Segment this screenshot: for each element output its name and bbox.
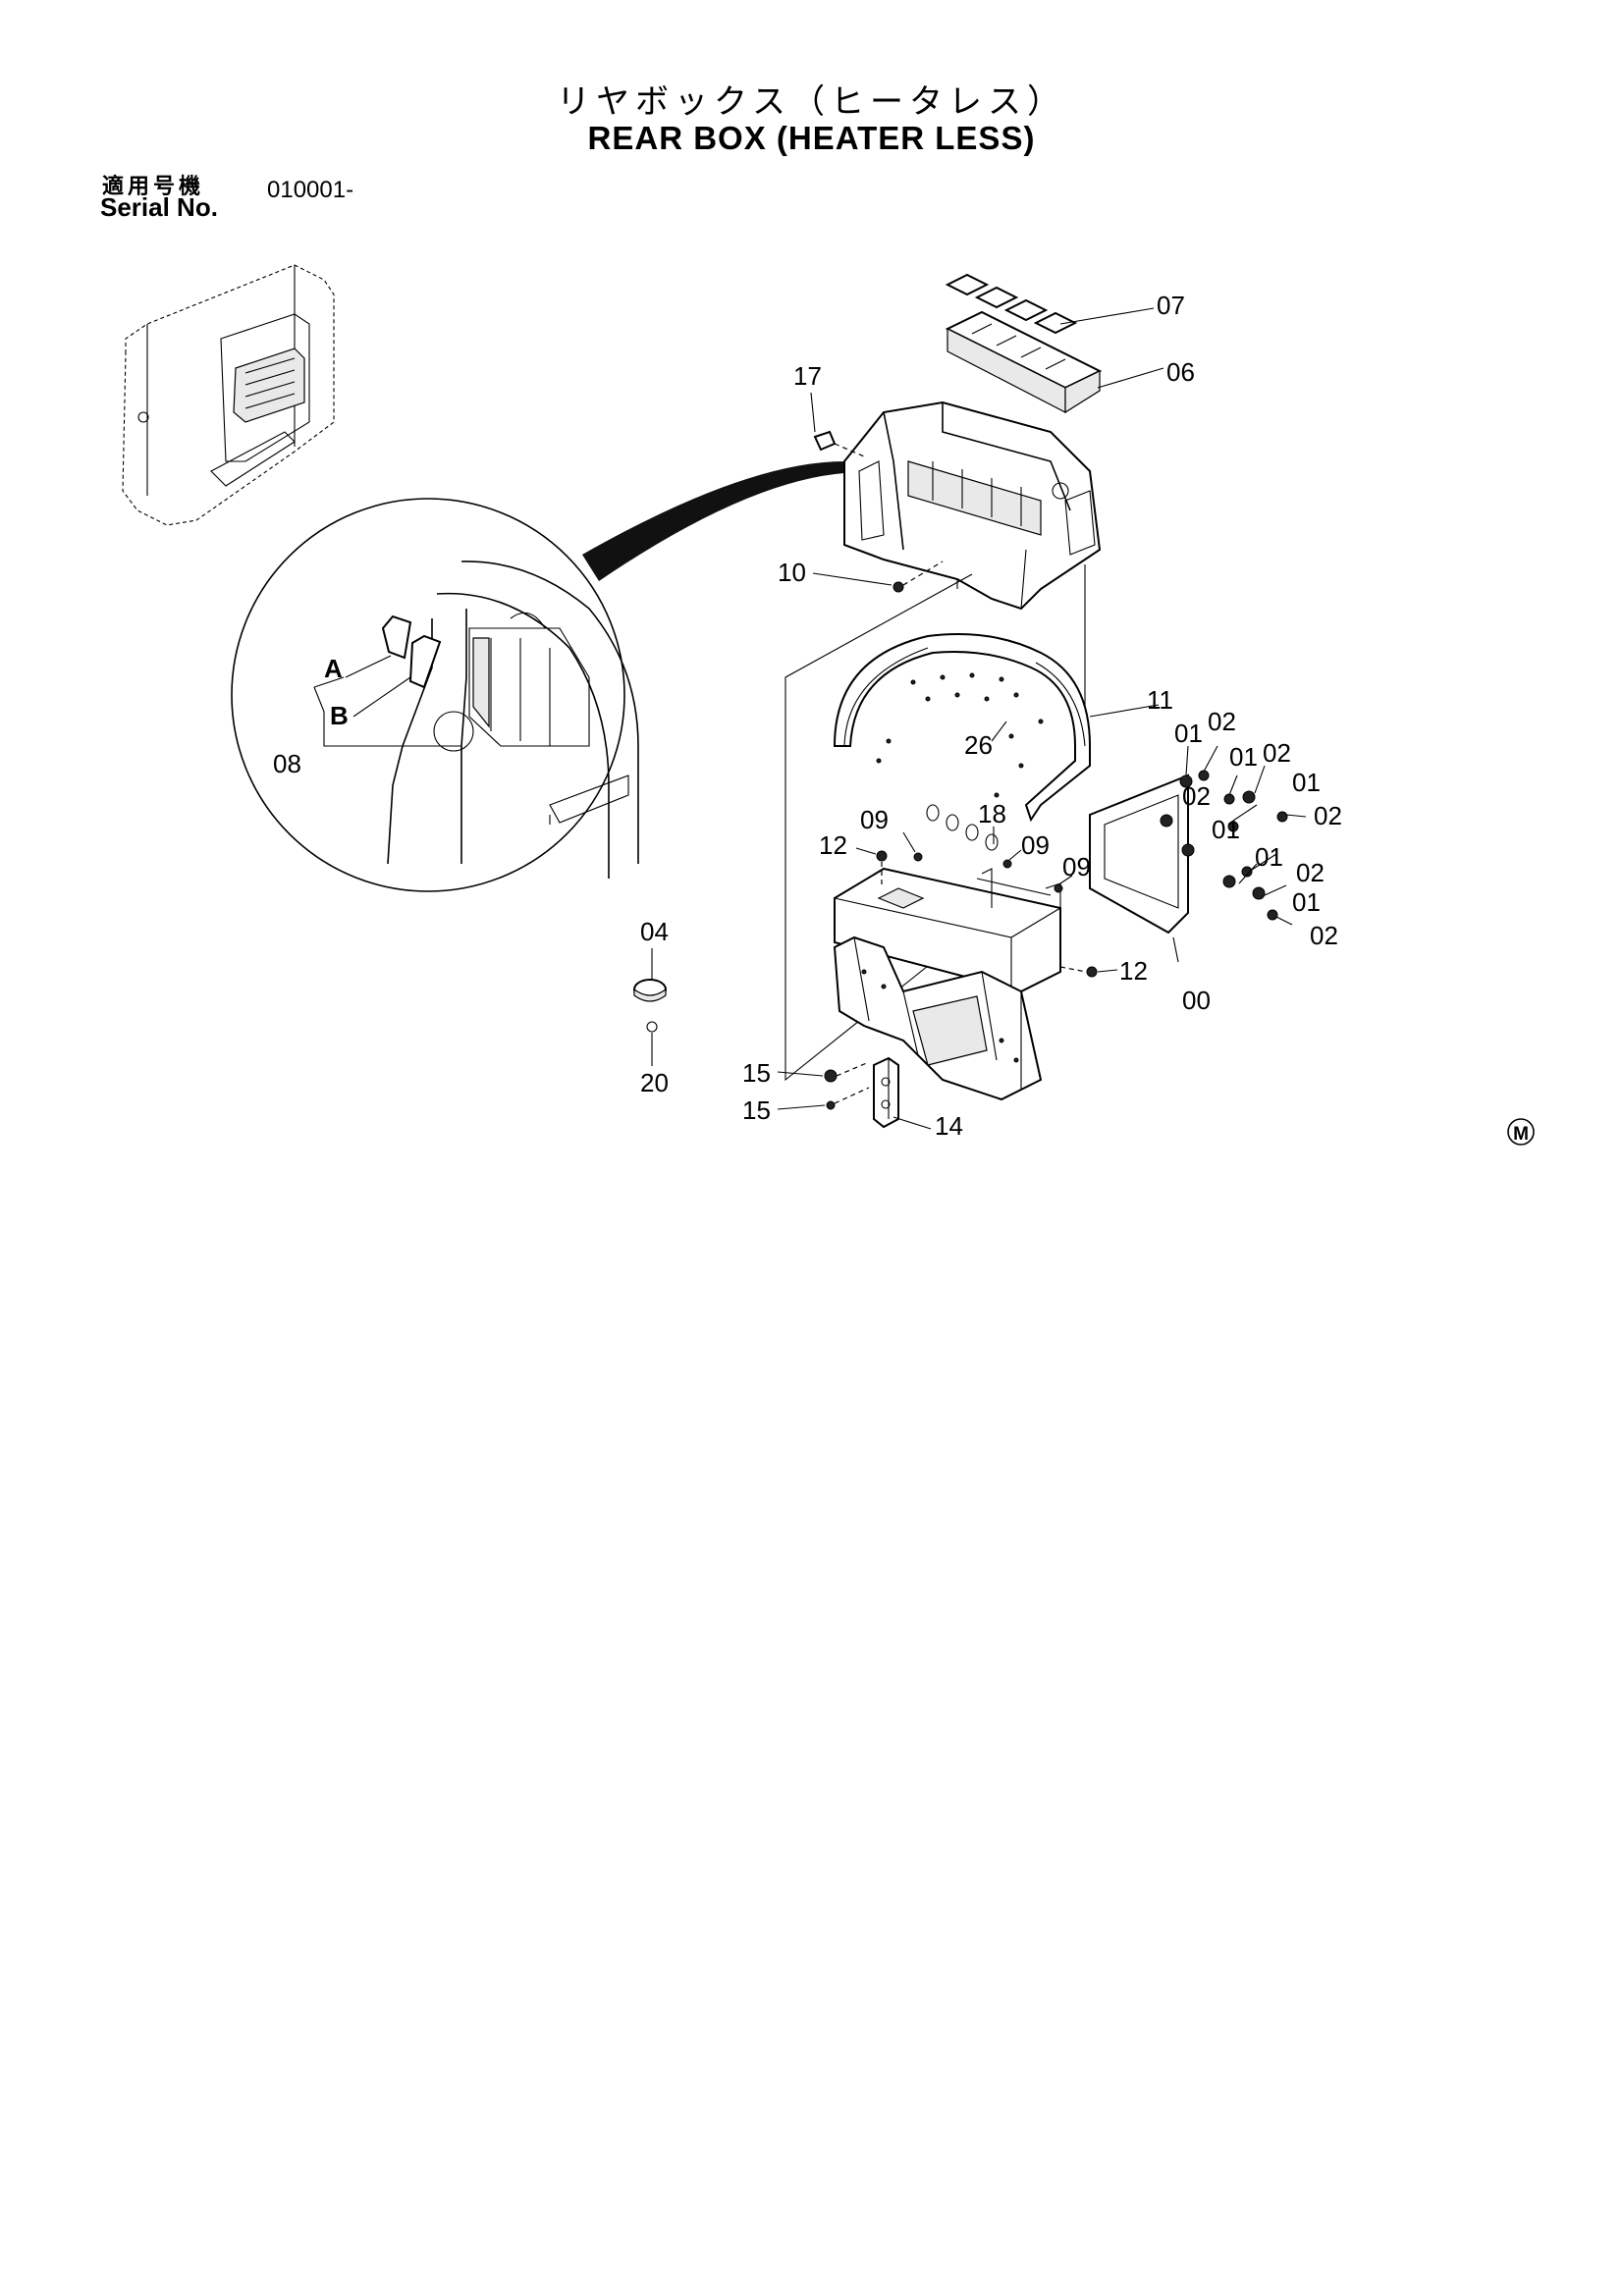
part-17-bolt: 17: [793, 361, 865, 457]
part-a-clip: [381, 614, 412, 660]
callout-11: 11: [1147, 685, 1173, 715]
floor-frame-assembly: 18: [833, 799, 1061, 1101]
callout-26: 26: [964, 730, 993, 760]
serial-number-value: 010001-: [267, 177, 354, 203]
bolts-12-group: 12 12: [819, 830, 1148, 986]
serial-label-japanese: 適用号機: [102, 175, 205, 199]
callout-10: 10: [778, 558, 806, 587]
callout-09-c: 09: [1062, 852, 1091, 881]
callout-02-c: 02: [1182, 781, 1211, 811]
callout-02-e: 02: [1296, 858, 1325, 887]
rear-box-assembly: [843, 400, 1102, 611]
callout-01-a: 01: [1174, 719, 1203, 748]
callout-20: 20: [640, 1068, 669, 1097]
bracket-and-bolts-group: 14 15 15: [742, 1056, 963, 1141]
callout-01-d: 01: [1212, 815, 1240, 844]
callout-09-b: 09: [1021, 830, 1050, 860]
part-10-screw: 10: [778, 558, 944, 593]
bolts-09-group: 09 09 09: [860, 805, 1091, 893]
corner-mark: M: [1507, 1118, 1535, 1146]
top-cover-group: 07 06: [945, 273, 1195, 414]
callout-18: 18: [978, 799, 1006, 828]
callout-01-f: 01: [1292, 887, 1321, 917]
side-cover-group: 00 01 02 01 02 01 02 02 01 01 02 01 02: [1089, 707, 1342, 1015]
corner-mark-letter: M: [1513, 1124, 1529, 1145]
callout-09-a: 09: [860, 805, 889, 834]
callout-01-c: 01: [1292, 768, 1321, 797]
callout-a: A: [324, 654, 343, 683]
callout-04: 04: [640, 917, 669, 946]
title-english: REAR BOX (HEATER LESS): [587, 120, 1036, 156]
callout-01-e: 01: [1255, 842, 1283, 872]
serial-label-english: Serial No.: [100, 192, 218, 222]
callout-02-b: 02: [1263, 738, 1291, 768]
callout-02-a: 02: [1208, 707, 1236, 736]
callout-00: 00: [1182, 986, 1211, 1015]
callout-b: B: [330, 701, 349, 730]
callout-07: 07: [1157, 291, 1185, 320]
callout-02-d: 02: [1314, 801, 1342, 830]
callout-15-b: 15: [742, 1095, 771, 1125]
detail-connector-sweep: [582, 461, 844, 581]
callout-01-b: 01: [1229, 742, 1258, 772]
callout-08: 08: [273, 749, 301, 778]
title-japanese: リヤボックス（ヒータレス）: [557, 82, 1066, 122]
seal-and-mat-group: 11 26: [833, 633, 1173, 823]
callout-06: 06: [1166, 357, 1195, 387]
detail-circle-view: A B 08: [231, 498, 639, 892]
callout-15-a: 15: [742, 1058, 771, 1088]
cab-thumbnail-illustration: [122, 264, 335, 526]
callout-17: 17: [793, 361, 822, 391]
callout-12-b: 12: [1119, 956, 1148, 986]
callout-12-a: 12: [819, 830, 847, 860]
part-b-pad: [408, 634, 442, 689]
cap-and-plug-group: 04 20: [633, 917, 669, 1097]
callout-02-f: 02: [1310, 921, 1338, 950]
callout-14: 14: [935, 1111, 963, 1141]
